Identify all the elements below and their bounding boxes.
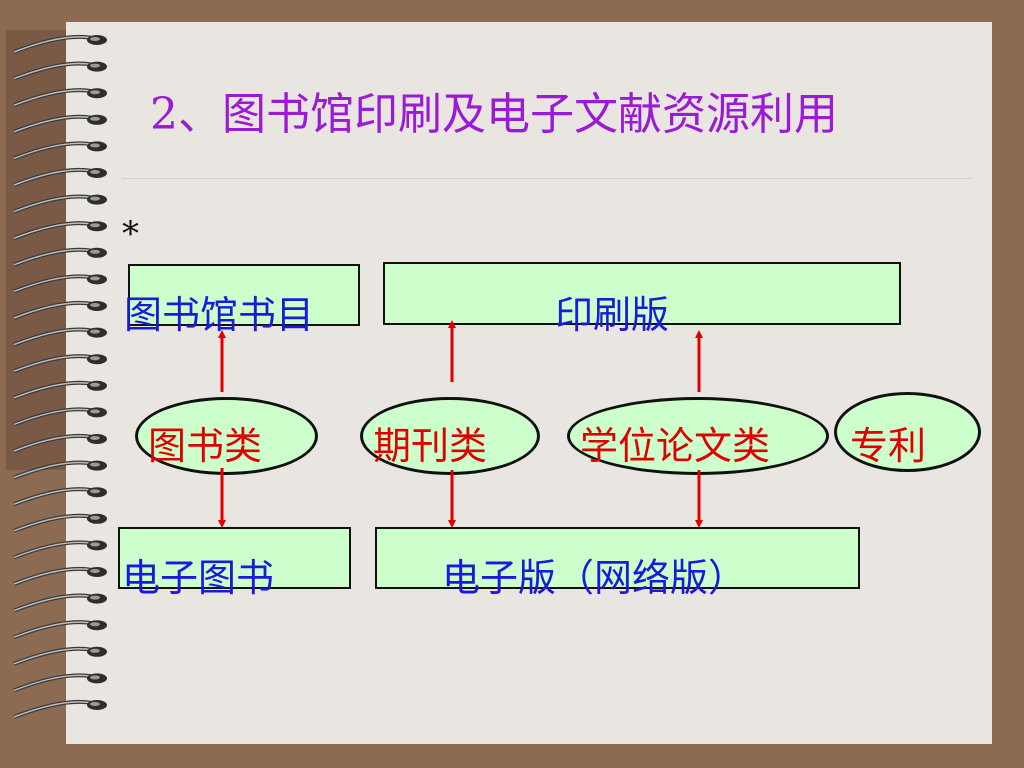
- spiral-ring: [13, 167, 107, 187]
- spiral-ring: [13, 593, 107, 613]
- spiral-ring: [13, 566, 107, 586]
- notebook-page: [66, 22, 992, 744]
- spiral-ring: [13, 141, 107, 161]
- books-category-ellipse: [135, 397, 318, 475]
- spiral-ring: [13, 221, 107, 241]
- library-catalog-label: 图书馆书目: [124, 293, 315, 337]
- spiral-ring: [13, 34, 107, 54]
- spiral-ring: [13, 380, 107, 400]
- electronic-edition-label: 电子版（网络版）: [442, 556, 747, 600]
- spiral-ring: [13, 354, 107, 374]
- spiral-ring: [13, 114, 107, 134]
- ebooks-box: [118, 527, 351, 589]
- print-edition-box: [383, 262, 901, 325]
- spiral-ring: [13, 433, 107, 453]
- spiral-ring: [13, 673, 107, 693]
- spiral-binding: [13, 34, 107, 719]
- spiral-ring: [13, 407, 107, 427]
- theses-category-ellipse: [567, 397, 829, 475]
- spiral-ring: [13, 247, 107, 267]
- books-category-label: 图书类: [148, 424, 263, 468]
- bullet-marker: *: [122, 214, 139, 254]
- spiral-ring: [13, 699, 107, 719]
- spiral-ring: [13, 300, 107, 320]
- print-edition-label: 印刷版: [555, 293, 670, 337]
- title-divider: [122, 178, 972, 179]
- spiral-ring: [13, 620, 107, 640]
- spiral-ring: [13, 274, 107, 294]
- spiral-ring: [13, 460, 107, 480]
- library-catalog-box: [128, 264, 360, 326]
- patents-category-label: 专利: [850, 424, 927, 468]
- electronic-edition-box: [375, 527, 860, 589]
- journals-category-ellipse: [360, 397, 540, 475]
- patents-category-ellipse: [834, 392, 981, 472]
- spiral-ring: [13, 646, 107, 666]
- slide-title: 2、图书馆印刷及电子文献资源利用: [150, 89, 838, 140]
- spiral-ring: [13, 194, 107, 214]
- spiral-ring: [13, 88, 107, 108]
- spiral-ring: [13, 61, 107, 81]
- spiral-ring: [13, 327, 107, 347]
- spiral-ring: [13, 513, 107, 533]
- journals-category-label: 期刊类: [373, 424, 488, 468]
- theses-category-label: 学位论文类: [580, 424, 771, 468]
- ebooks-label: 电子图书: [122, 556, 275, 600]
- spiral-ring: [13, 487, 107, 507]
- spiral-ring: [13, 540, 107, 560]
